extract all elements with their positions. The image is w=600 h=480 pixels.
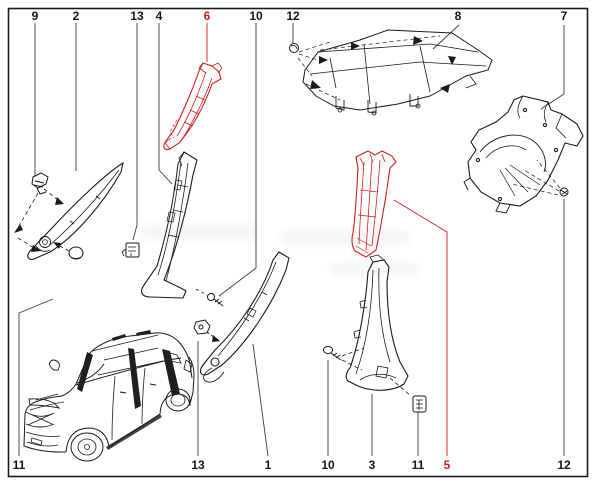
part-13-clip-upper [121,242,140,258]
part-13-clip-lower [193,319,220,342]
callout-top-13[interactable]: 13 [130,9,144,23]
callout-top-8[interactable]: 8 [454,9,462,23]
diagram-frame [7,7,589,478]
callout-top-10[interactable]: 10 [249,9,263,23]
leader-top-10 [218,23,257,297]
part-8-parcel-shelf-trim [297,29,493,116]
callout-bottom-5-highlighted[interactable]: 5 [443,458,451,472]
callout-bottom-11-right[interactable]: 11 [411,458,425,472]
leader-bottom-1 [252,343,269,457]
part-1-a-pillar-trim-right [199,251,290,383]
part-4-b-pillar-upper-trim [141,151,198,299]
part-5-highlighted-pillar-frame [351,150,397,258]
callout-bottom-1[interactable]: 1 [264,458,272,472]
leader-bottom-5 [393,199,448,456]
callout-top-7[interactable]: 7 [560,9,568,23]
part-2-a-pillar-trim-left [27,161,124,260]
part-7-quarter-trim [463,95,584,214]
part-9-clip [31,172,49,195]
callout-bottom-12[interactable]: 12 [557,458,571,472]
callout-top-9[interactable]: 9 [31,9,39,23]
part-11-clip-right [389,377,427,413]
watermark-artifact [330,262,420,276]
part-3-b-pillar-lower-trim [345,254,409,391]
part-6-highlighted-pillar-frame [163,62,223,151]
screw-bottom-10 [323,346,365,371]
car-illustration [23,330,195,462]
part-2-assembly-arrows [14,188,70,252]
callout-top-4[interactable]: 4 [155,9,163,23]
callout-top-2[interactable]: 2 [72,9,80,23]
leader-top-7 [540,25,565,110]
screw-top-10 [195,288,224,307]
callout-top-12[interactable]: 12 [286,9,300,23]
highlight-leader-lines [206,23,448,456]
fastener-top-12 [289,43,299,53]
fastener-bottom-12 [511,159,569,197]
callout-bottom-3[interactable]: 3 [368,458,376,472]
leader-top-4 [158,23,173,185]
assembly-arrow-set [310,36,456,93]
car-pillar-trim-shading [77,330,180,450]
callout-top-6-highlighted[interactable]: 6 [203,9,211,23]
leader-top-13 [132,23,138,241]
leader-bottom-11-left [18,298,54,456]
callout-bottom-10[interactable]: 10 [321,458,335,472]
leader-lines [18,23,565,457]
callout-bottom-13[interactable]: 13 [191,458,205,472]
trim-cap [68,246,84,260]
callout-bottom-11-left[interactable]: 11 [12,458,26,472]
